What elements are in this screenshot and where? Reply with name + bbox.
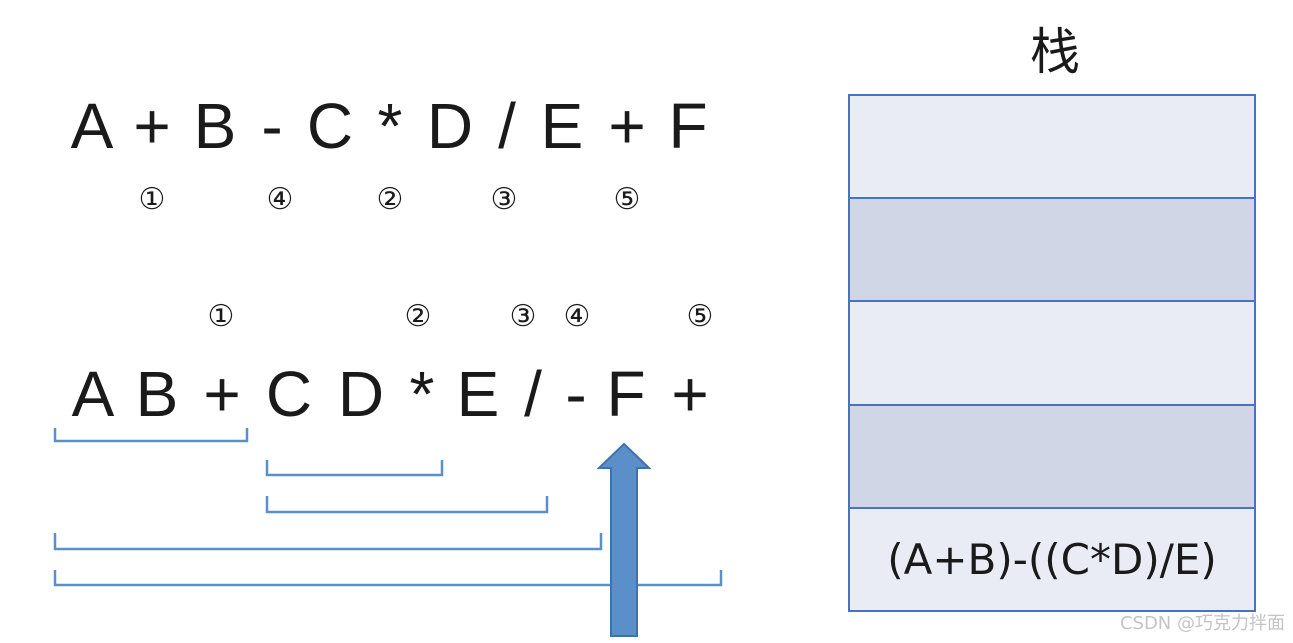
infix-token: / (498, 90, 516, 162)
order-marker: ③ (509, 299, 537, 334)
infix-token: B (193, 90, 237, 162)
postfix-token: D (337, 358, 385, 430)
order-marker: ② (376, 182, 404, 217)
stack-cell-text: (A+B)-((C*D)/E) (887, 534, 1217, 584)
postfix-token: + (203, 358, 241, 430)
stack-cell (850, 96, 1254, 200)
bracket-subtraction (53, 533, 603, 551)
postfix-token: E (456, 358, 500, 430)
up-arrow-icon (596, 442, 652, 637)
order-marker: ② (404, 299, 432, 334)
infix-token: + (133, 90, 171, 162)
order-marker: ① (207, 299, 235, 334)
stack-cell (850, 302, 1254, 406)
bracket-c-times-d (265, 460, 444, 477)
bracket-cd-div-e (265, 496, 549, 514)
order-marker: ⑤ (686, 299, 714, 334)
infix-token: A (70, 90, 114, 162)
postfix-token: B (135, 358, 179, 430)
order-marker: ③ (490, 182, 518, 217)
infix-token: * (377, 90, 403, 162)
postfix-token: + (671, 358, 709, 430)
order-marker: ① (138, 182, 166, 217)
stack-title: 栈 (1030, 23, 1080, 81)
postfix-token: - (565, 358, 587, 430)
order-marker: ④ (266, 182, 294, 217)
infix-token: + (608, 90, 646, 162)
stack: (A+B)-((C*D)/E) (848, 94, 1256, 612)
stack-cell (850, 405, 1254, 509)
infix-token: - (261, 90, 283, 162)
bracket-a-plus-b (53, 428, 249, 443)
postfix-token: C (265, 358, 313, 430)
infix-token: E (540, 90, 584, 162)
infix-token: C (306, 90, 354, 162)
infix-token: F (668, 90, 708, 162)
bracket-full-expression (53, 570, 723, 587)
stack-cell-bottom: (A+B)-((C*D)/E) (850, 508, 1254, 611)
order-marker: ⑤ (613, 182, 641, 217)
watermark: CSDN @巧克力拌面 (1119, 613, 1285, 634)
postfix-token: / (524, 358, 542, 430)
postfix-token: F (606, 358, 646, 430)
infix-token: D (426, 90, 474, 162)
order-marker: ④ (563, 299, 591, 334)
postfix-token: * (409, 358, 435, 430)
postfix-token: A (71, 358, 115, 430)
stack-cell (850, 199, 1254, 303)
